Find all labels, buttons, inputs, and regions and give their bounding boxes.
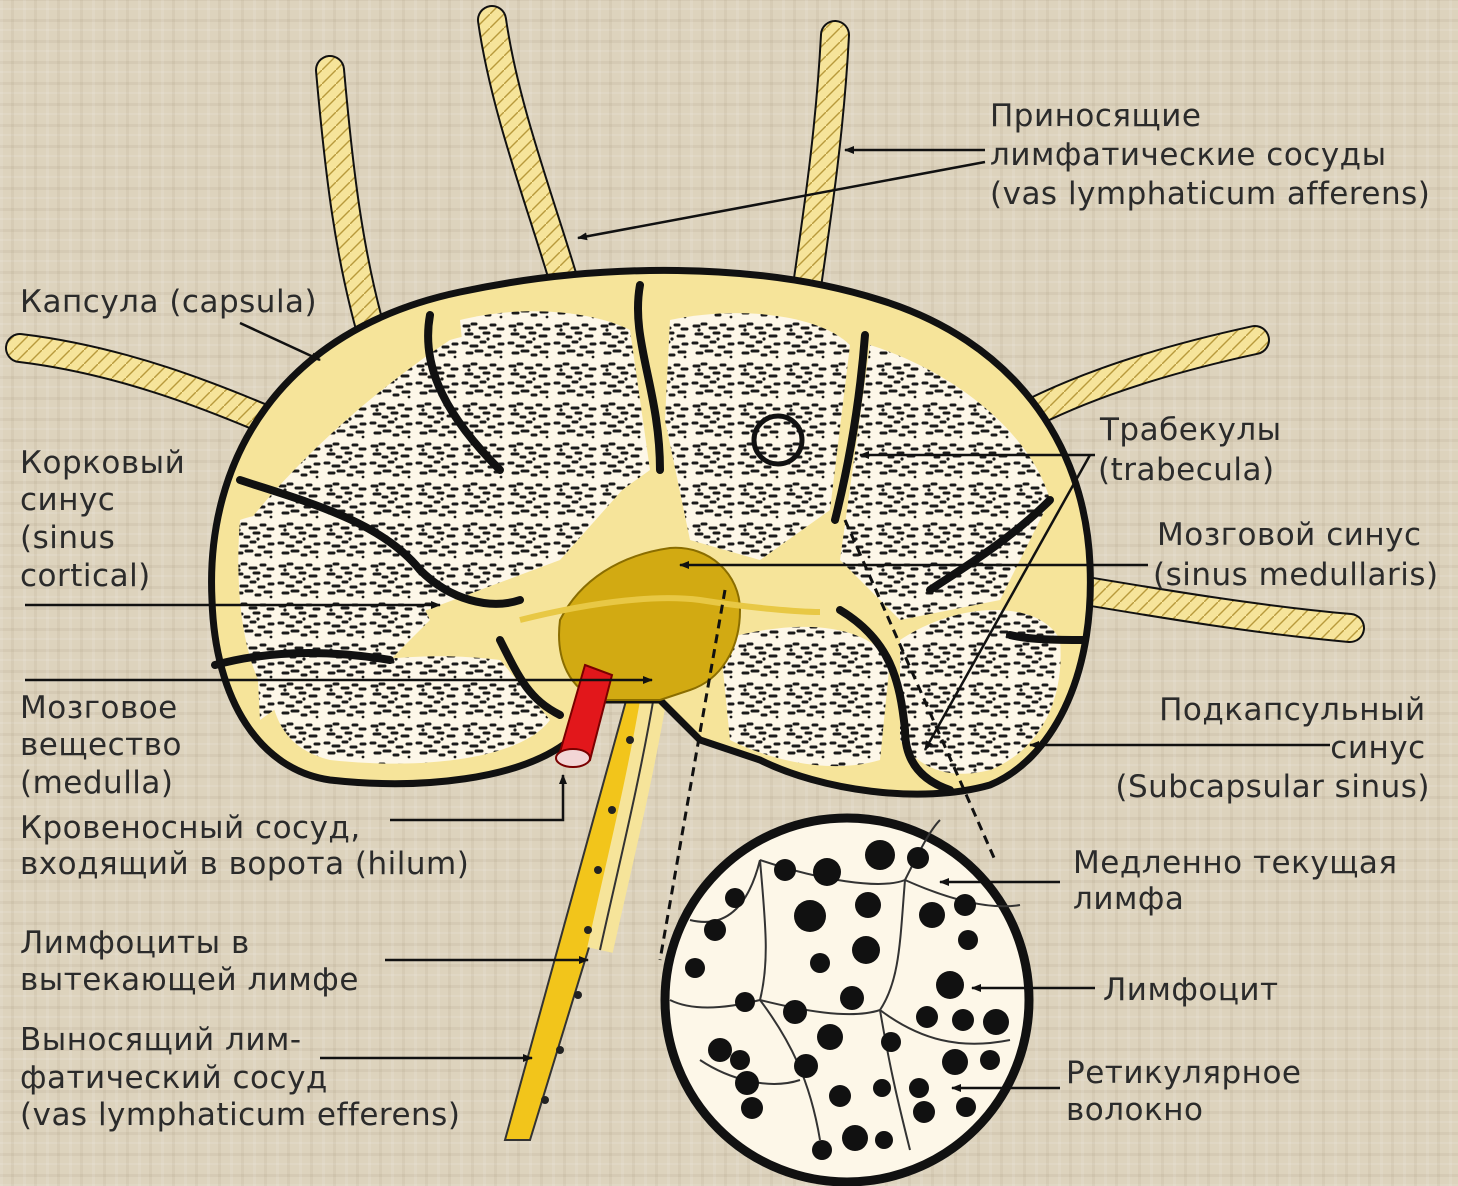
label-medulla: Мозговое вещество (medulla)	[20, 690, 192, 801]
label-subcapsular-sinus: Подкапсульный синус (Subcapsular sinus)	[1115, 692, 1436, 805]
label-efferent-vessel: Выносящий лим- фатический сосуд (vas lym…	[20, 1022, 460, 1133]
magnified-view	[665, 818, 1029, 1182]
label-efferent-lymphocytes: Лимфоциты в вытекающей лимфе	[20, 925, 359, 998]
label-medullary-sinus: Мозговой синус (sinus medullaris)	[1153, 517, 1439, 593]
label-lymphocyte: Лимфоцит	[1103, 972, 1279, 1008]
label-afferent: Приносящие лимфатические сосуды (vas lym…	[990, 98, 1430, 212]
label-capsule: Капсула (capsula)	[20, 284, 317, 320]
label-trabeculae: Трабекулы (trabecula)	[1098, 412, 1292, 488]
label-slow-lymph: Медленно текущая лимфа	[1073, 845, 1408, 917]
label-reticular-fiber: Ретикулярное волокно	[1066, 1055, 1312, 1128]
label-cortical-sinus: Корковый синус (sinus cortical)	[20, 445, 196, 594]
